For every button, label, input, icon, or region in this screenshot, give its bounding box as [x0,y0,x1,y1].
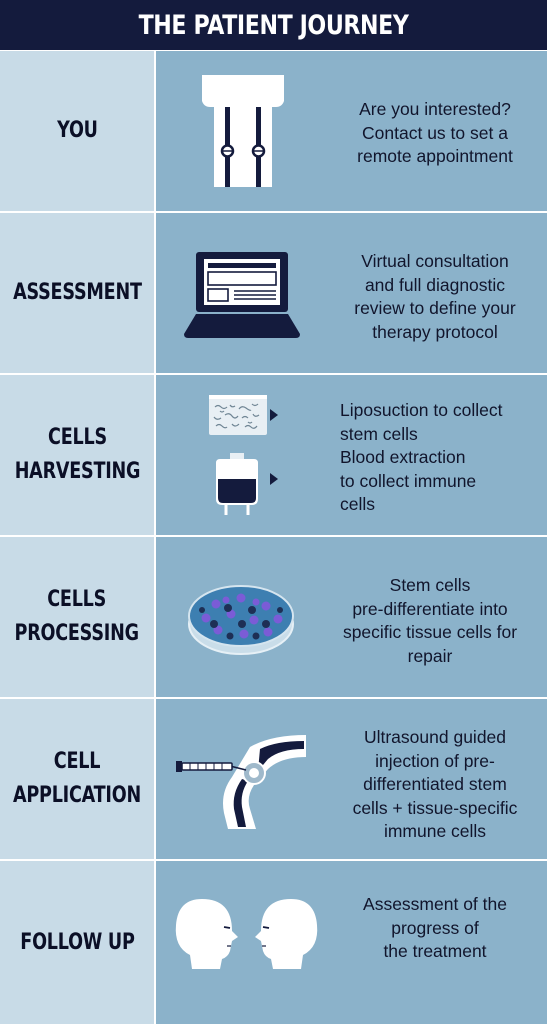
page-title: THE PATIENT JOURNEY [138,9,409,41]
step-content-cell [156,375,547,535]
step-content-cell [156,861,547,1024]
knee-injection-icon [176,735,306,829]
step-content-cell [156,51,547,211]
step-description: Virtual consultation and full diagnostic… [354,251,516,342]
step-label-cell: CELLS HARVESTING [0,375,154,535]
step-label: CELLS HARVESTING [14,425,140,484]
patient-gown-icon [202,75,284,187]
step-label-cell: FOLLOW UP [0,861,154,1024]
step-content-cell [156,537,547,697]
step-label-cell: YOU [0,51,154,211]
petri-dish-cells-icon [188,585,294,655]
fat-tissue-and-blood-bag-icon [209,395,278,515]
step-content-cell [156,699,547,859]
step-label-cell: CELLS PROCESSING [0,537,154,697]
step-cells-processing: CELLS PROCESSING Stem cells pre-diff [0,537,547,697]
step-label: YOU [56,118,98,143]
step-description: Stem cells pre-differentiate into specif… [342,575,518,666]
step-label: ASSESSMENT [12,280,142,305]
step-cell-application: CELL APPLICATION Ultrasound guided injec… [0,699,547,859]
two-faces-icon [175,899,318,969]
step-content-cell [156,213,547,373]
step-you: YOU Are you interested? Contact us to se… [0,51,547,211]
step-cells-harvesting: CELLS HARVESTING Liposuction to collect … [0,375,547,535]
step-description: Assessment of the progress of the treatm… [363,894,507,961]
step-assessment: ASSESSMENT Virtual consultation and full… [0,213,547,373]
step-description: Are you interested? Contact us to set a … [357,99,513,166]
step-label-cell: ASSESSMENT [0,213,154,373]
step-label: FOLLOW UP [19,929,135,955]
step-label: CELLS PROCESSING [14,587,140,646]
header-bar: THE PATIENT JOURNEY [0,0,547,50]
step-label-cell: CELL APPLICATION [0,699,154,859]
step-label: CELL APPLICATION [13,749,141,808]
step-description: Ultrasound guided injection of pre- diff… [352,727,518,841]
laptop-icon [184,252,300,338]
step-follow-up: FOLLOW UP Assessment of the progress of … [0,861,547,1024]
step-description: Liposuction to collect stem cells Blood … [340,400,503,514]
